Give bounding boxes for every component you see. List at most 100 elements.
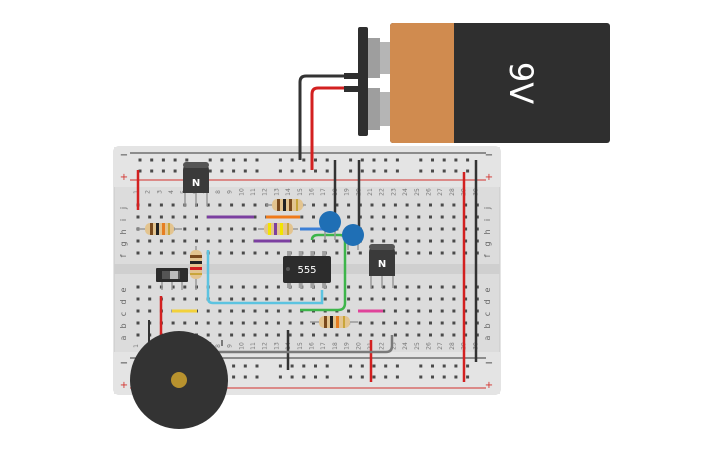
- breadboard-hole[interactable]: [183, 297, 187, 301]
- breadboard-hole[interactable]: [440, 239, 444, 243]
- breadboard-hole[interactable]: [288, 309, 292, 313]
- breadboard-hole[interactable]: [417, 227, 421, 231]
- breadboard-hole[interactable]: [276, 333, 280, 337]
- breadboard-hole[interactable]: [136, 285, 140, 289]
- breadboard-hole[interactable]: [466, 364, 470, 368]
- breadboard-hole[interactable]: [335, 333, 339, 337]
- breadboard-hole[interactable]: [278, 169, 282, 173]
- breadboard-hole[interactable]: [452, 215, 456, 219]
- breadboard-hole[interactable]: [475, 333, 479, 337]
- breadboard-hole[interactable]: [300, 321, 304, 325]
- breadboard-hole[interactable]: [382, 239, 386, 243]
- breadboard-hole[interactable]: [452, 203, 456, 207]
- breadboard-hole[interactable]: [243, 375, 247, 379]
- breadboard-hole[interactable]: [431, 158, 434, 162]
- breadboard-hole[interactable]: [136, 251, 140, 255]
- breadboard-hole[interactable]: [253, 297, 257, 301]
- breadboard-hole[interactable]: [206, 203, 210, 207]
- breadboard-hole[interactable]: [302, 158, 306, 162]
- breadboard-hole[interactable]: [405, 321, 409, 325]
- breadboard-hole[interactable]: [183, 321, 187, 325]
- breadboard-hole[interactable]: [440, 285, 444, 289]
- breadboard-hole[interactable]: [360, 375, 364, 379]
- breadboard-hole[interactable]: [360, 169, 364, 173]
- breadboard-hole[interactable]: [454, 375, 458, 379]
- breadboard-hole[interactable]: [349, 375, 353, 379]
- breadboard-hole[interactable]: [148, 215, 152, 219]
- breadboard-hole[interactable]: [171, 297, 175, 301]
- breadboard-hole[interactable]: [312, 297, 315, 301]
- breadboard-hole[interactable]: [288, 321, 292, 325]
- breadboard-hole[interactable]: [171, 321, 175, 325]
- breadboard-hole[interactable]: [372, 169, 376, 173]
- breadboard-hole[interactable]: [148, 203, 152, 207]
- battery-positive-wire[interactable]: [310, 86, 352, 170]
- breadboard-hole[interactable]: [464, 203, 468, 207]
- breadboard-hole[interactable]: [452, 321, 456, 325]
- breadboard-hole[interactable]: [232, 375, 236, 379]
- breadboard-hole[interactable]: [370, 285, 374, 289]
- breadboard-hole[interactable]: [464, 321, 468, 325]
- breadboard-hole[interactable]: [185, 158, 189, 162]
- breadboard-hole[interactable]: [323, 239, 327, 243]
- breadboard-hole[interactable]: [173, 158, 177, 162]
- breadboard-hole[interactable]: [405, 309, 409, 313]
- breadboard-hole[interactable]: [288, 297, 292, 301]
- breadboard-hole[interactable]: [452, 297, 456, 301]
- breadboard-hole[interactable]: [384, 364, 388, 368]
- breadboard-hole[interactable]: [372, 158, 376, 162]
- breadboard-hole[interactable]: [208, 169, 212, 173]
- breadboard-hole[interactable]: [452, 333, 456, 337]
- breadboard-hole[interactable]: [419, 158, 423, 162]
- breadboard-hole[interactable]: [464, 215, 468, 219]
- breadboard-hole[interactable]: [230, 321, 234, 325]
- breadboard-hole[interactable]: [417, 285, 421, 289]
- slide-switch[interactable]: [156, 268, 188, 290]
- transistor-q2[interactable]: N: [369, 244, 395, 288]
- breadboard-hole[interactable]: [464, 333, 468, 337]
- breadboard-hole[interactable]: [232, 364, 236, 368]
- breadboard-hole[interactable]: [382, 227, 386, 231]
- breadboard-hole[interactable]: [440, 227, 444, 231]
- breadboard-hole[interactable]: [335, 239, 339, 243]
- breadboard-hole[interactable]: [431, 364, 434, 368]
- breadboard-hole[interactable]: [370, 239, 374, 243]
- breadboard-hole[interactable]: [393, 297, 397, 301]
- breadboard-hole[interactable]: [417, 309, 421, 313]
- breadboard-hole[interactable]: [276, 285, 280, 289]
- breadboard-hole[interactable]: [218, 203, 222, 207]
- breadboard-hole[interactable]: [393, 215, 397, 219]
- breadboard-hole[interactable]: [218, 333, 222, 337]
- breadboard-hole[interactable]: [195, 297, 198, 301]
- breadboard-hole[interactable]: [253, 227, 257, 231]
- breadboard-hole[interactable]: [475, 285, 479, 289]
- breadboard-hole[interactable]: [417, 215, 421, 219]
- breadboard-hole[interactable]: [440, 321, 444, 325]
- breadboard-hole[interactable]: [431, 375, 434, 379]
- breadboard-hole[interactable]: [241, 227, 245, 231]
- breadboard-hole[interactable]: [230, 297, 234, 301]
- breadboard-hole[interactable]: [300, 239, 304, 243]
- breadboard-hole[interactable]: [253, 285, 257, 289]
- breadboard-hole[interactable]: [241, 203, 245, 207]
- breadboard-hole[interactable]: [466, 158, 470, 162]
- breadboard-hole[interactable]: [265, 333, 269, 337]
- breadboard-hole[interactable]: [452, 239, 456, 243]
- breadboard-hole[interactable]: [454, 169, 458, 173]
- breadboard-hole[interactable]: [395, 169, 399, 173]
- breadboard-hole[interactable]: [150, 158, 154, 162]
- breadboard-hole[interactable]: [241, 251, 245, 255]
- breadboard-hole[interactable]: [255, 364, 259, 368]
- breadboard-hole[interactable]: [161, 169, 165, 173]
- breadboard-hole[interactable]: [195, 227, 198, 231]
- breadboard-hole[interactable]: [475, 297, 479, 301]
- breadboard-hole[interactable]: [195, 321, 198, 325]
- breadboard-hole[interactable]: [393, 239, 397, 243]
- breadboard-hole[interactable]: [312, 321, 315, 325]
- breadboard-hole[interactable]: [440, 297, 444, 301]
- breadboard-hole[interactable]: [405, 285, 409, 289]
- breadboard-hole[interactable]: [300, 333, 304, 337]
- breadboard-hole[interactable]: [230, 285, 234, 289]
- breadboard-hole[interactable]: [325, 364, 329, 368]
- breadboard-hole[interactable]: [452, 227, 456, 231]
